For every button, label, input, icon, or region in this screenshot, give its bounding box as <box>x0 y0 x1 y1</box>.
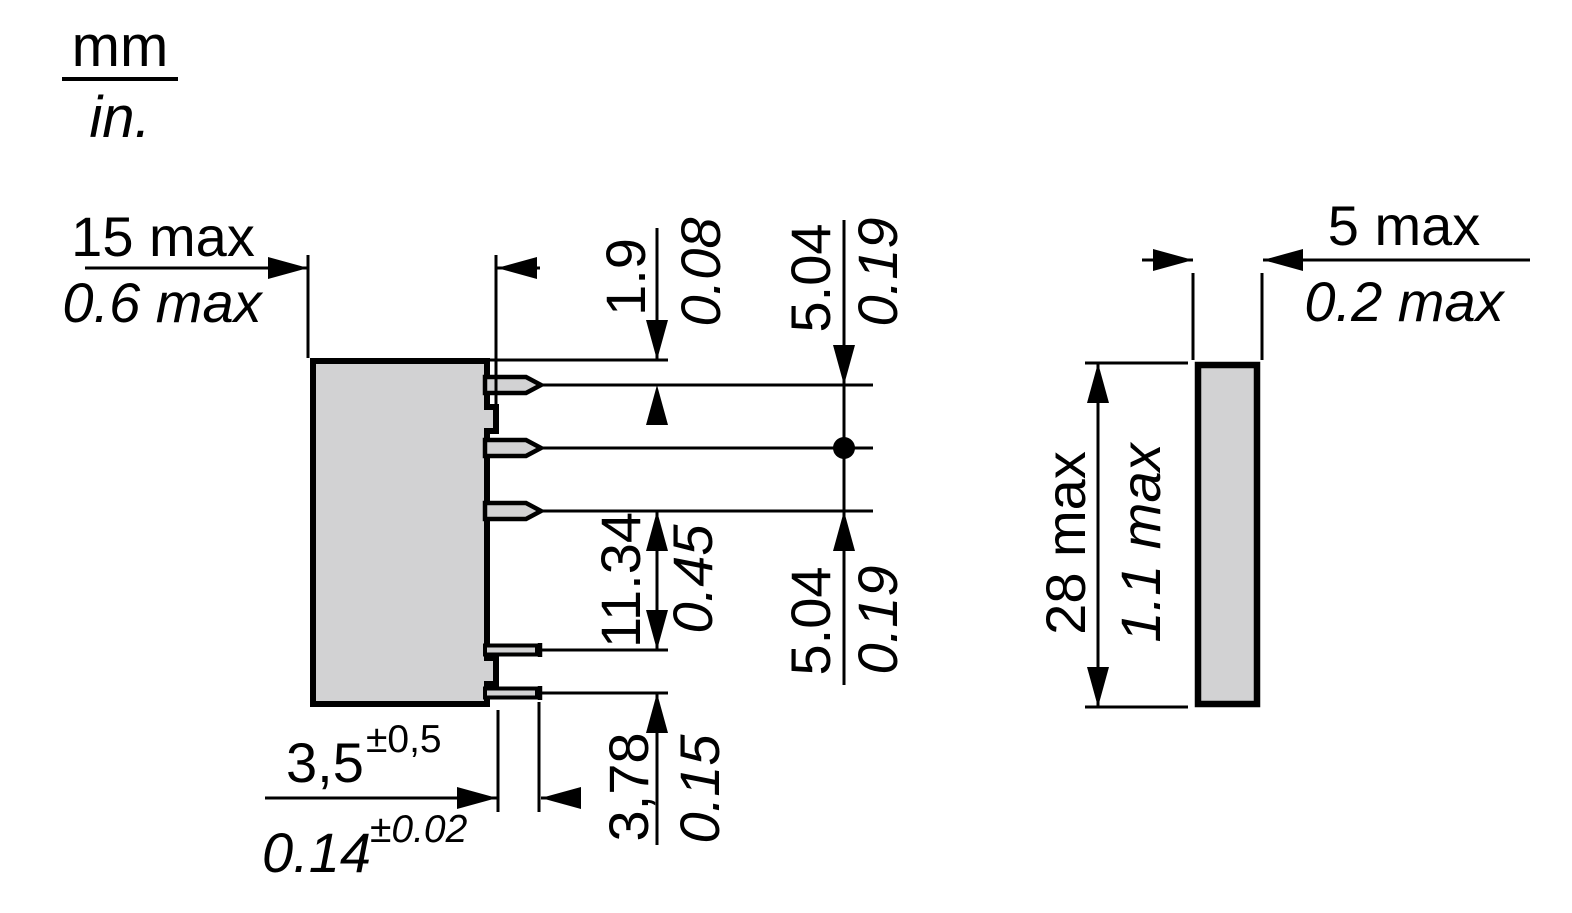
dim-pin-length-mm-label: 3,5 <box>286 731 364 794</box>
pin-4 <box>483 643 539 657</box>
relay-case-body <box>310 358 499 707</box>
dim-pin4-pin5: 3,78 0.15 <box>597 693 731 845</box>
pin-2 <box>482 437 546 459</box>
dim-pin1-pin2-mm-label: 5.04 <box>779 224 842 333</box>
relay-case-end <box>1194 361 1261 708</box>
pitch-reference-dot <box>833 437 855 459</box>
dim-pin1-pin2-in-label: 0.19 <box>846 218 909 327</box>
dim-pin-length-in-tolerance: ±0.02 <box>370 808 468 851</box>
dim-pin2-pin3-mm-label: 5.04 <box>779 567 842 676</box>
dim-case-depth: 5 max 0.2 max <box>1142 194 1530 360</box>
dim-pin-length-in-label: 0.14 <box>262 821 371 884</box>
dim-case-height: 28 max 1.1 max <box>1034 361 1188 709</box>
arrow-down-icon <box>833 345 855 385</box>
dim-case-width-mm-label: 15 max <box>71 205 255 268</box>
dim-pin4-pin5-in-label: 0.15 <box>668 734 731 844</box>
arrow-up-icon <box>833 511 855 551</box>
arrow-up-icon <box>1087 363 1109 403</box>
units-legend: mm in. <box>62 14 178 150</box>
dim-case-depth-in-label: 0.2 max <box>1304 270 1505 333</box>
side-view: 15 max 0.6 max 1.9 0.08 5.04 0.19 5.04 0… <box>62 205 909 884</box>
dim-top-to-pin1: 1.9 0.08 <box>594 218 732 425</box>
dim-pin2-pin3-in-label: 0.19 <box>846 566 909 675</box>
dim-case-height-mm-label: 28 max <box>1034 451 1097 635</box>
arrow-up-icon <box>646 385 668 425</box>
arrow-left-icon <box>541 787 581 809</box>
dim-pin-length: 3,5 ±0,5 0.14 ±0.02 <box>262 702 581 884</box>
dim-pin3-pin4-mm-label: 11.34 <box>589 512 652 648</box>
dim-case-depth-mm-label: 5 max <box>1328 194 1481 257</box>
arrow-down-icon <box>646 610 668 650</box>
arrow-up-icon <box>646 693 668 733</box>
dim-pin3-pin4: 11.34 0.45 <box>589 511 724 650</box>
dim-pin3-pin4-in-label: 0.45 <box>661 524 724 634</box>
pin-1 <box>482 374 546 396</box>
end-view: 5 max 0.2 max 28 max 1.1 max <box>1034 194 1530 709</box>
dim-pin4-pin5-mm-label: 3,78 <box>597 733 660 842</box>
arrow-left-icon <box>1263 249 1303 271</box>
dim-top-to-pin1-mm-label: 1.9 <box>594 238 657 316</box>
dim-top-to-pin1-in-label: 0.08 <box>669 218 732 327</box>
dim-case-width: 15 max 0.6 max <box>62 205 540 404</box>
dim-case-width-in-label: 0.6 max <box>62 271 263 334</box>
unit-mm-label: mm <box>72 14 169 79</box>
arrow-left-icon <box>497 257 537 279</box>
arrow-up-icon <box>646 511 668 551</box>
dim-case-height-in-label: 1.1 max <box>1109 441 1172 642</box>
arrow-down-icon <box>1087 667 1109 707</box>
arrow-right-icon <box>268 257 308 279</box>
pin-5 <box>483 686 539 700</box>
unit-in-label: in. <box>89 85 150 150</box>
dim-pin-length-mm-tolerance: ±0,5 <box>366 718 442 761</box>
arrow-right-icon <box>457 787 497 809</box>
pin-3 <box>482 500 546 522</box>
arrow-down-icon <box>646 320 668 360</box>
dim-pin-pitch-504: 5.04 0.19 5.04 0.19 <box>779 218 909 685</box>
arrow-right-icon <box>1153 249 1193 271</box>
